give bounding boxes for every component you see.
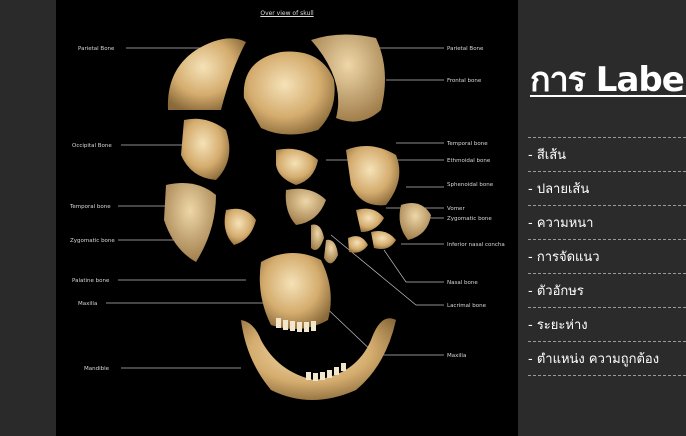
label-mandible: Mandible	[84, 366, 110, 372]
label-zygomatic-right: Zygomatic bone	[447, 216, 492, 222]
label-nasal: Nasal bone	[447, 280, 478, 286]
label-sphenoidal: Sphenoidal bone	[447, 182, 494, 188]
label-vomer: Vomer	[447, 206, 465, 212]
label-frontal: Frontal bone	[447, 78, 482, 84]
label-zygomatic-left: Zygomatic bone	[70, 238, 115, 244]
label-palatine: Palatine bone	[72, 278, 110, 284]
label-temporal-left: Temporal bone	[69, 204, 111, 210]
label-maxilla-left: Maxilla	[78, 301, 97, 307]
skull-illustration: Parietal Bone Occipital Bone Temporal bo…	[56, 0, 518, 436]
menu-item-alignment[interactable]: - การจัดแนว	[528, 239, 686, 273]
menu-item-thickness[interactable]: - ความหนา	[528, 205, 686, 239]
menu-item-font[interactable]: - ตัวอักษร	[528, 273, 686, 307]
menu-item-position-accuracy[interactable]: - ตำแหน่ง ความถูกต้อง	[528, 341, 686, 375]
topic-list: - สีเส้น - ปลายเส้น - ความหนา - การจัดแน…	[528, 137, 686, 376]
left-margin-bar	[0, 0, 56, 436]
side-panel: การ Label - สีเส้น - ปลายเส้น - ความหนา …	[518, 0, 686, 436]
label-parietal-right: Parietal Bone	[447, 46, 484, 52]
label-parietal-left: Parietal Bone	[78, 46, 115, 52]
skull-figure: Over view of skull	[56, 0, 518, 436]
label-ethmoidal: Ethmoidal bone	[447, 158, 491, 164]
menu-item-spacing[interactable]: - ระยะห่าง	[528, 307, 686, 341]
menu-item-line-end[interactable]: - ปลายเส้น	[528, 171, 686, 205]
label-occipital: Occipital Bone	[72, 143, 112, 149]
label-maxilla-right: Maxilla	[447, 353, 466, 359]
label-lacrimal: Lacrimal bone	[447, 303, 487, 309]
panel-title: การ Label	[530, 52, 686, 106]
label-temporal-right: Temporal bone	[446, 141, 488, 147]
menu-item-line-color[interactable]: - สีเส้น	[528, 137, 686, 171]
menu-divider	[528, 375, 686, 376]
label-inferior-nasal-concha: Inferior nasal concha	[447, 242, 505, 248]
